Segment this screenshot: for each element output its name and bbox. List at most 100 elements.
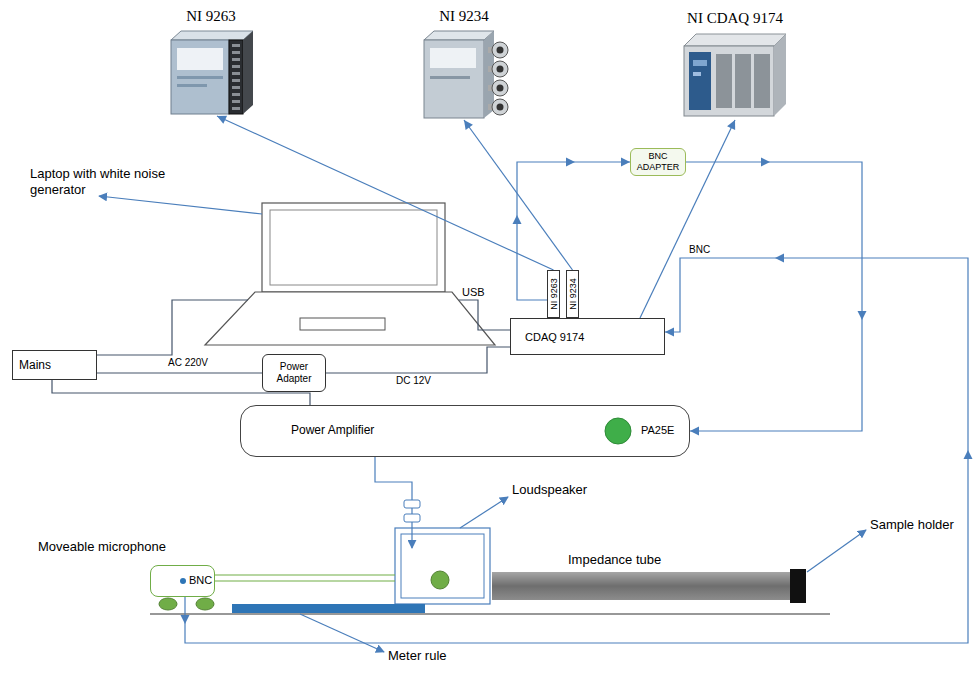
adapter-box: BNC ADAPTER	[630, 148, 686, 176]
mains-box: Mains	[12, 350, 97, 380]
power-knob	[605, 418, 631, 444]
bnc-pin	[497, 104, 504, 111]
connector-pin	[232, 93, 240, 96]
meter-rule-label: Meter rule	[388, 648, 447, 664]
module-picture	[418, 28, 510, 120]
connector	[464, 120, 573, 270]
amplifier-box: Power Amplifier PA25E	[240, 405, 690, 457]
module-plate	[177, 48, 223, 70]
speaker-cable	[375, 457, 412, 500]
connector-pin	[232, 51, 240, 54]
chassis-picture-box: NI CDAQ 9174	[680, 30, 790, 120]
loudspeaker-frame	[401, 534, 484, 598]
leader-arrow	[300, 614, 384, 652]
arrow-head	[513, 215, 522, 224]
connector-pin	[232, 44, 240, 47]
arrow-head	[858, 311, 867, 320]
chassis-slot	[735, 54, 751, 108]
microphone-name: Moveable microphone	[38, 539, 166, 555]
adapter-name: BNC ADAPTER	[631, 151, 685, 173]
arrow-head	[217, 116, 227, 124]
module-connector	[229, 40, 243, 114]
bnc-connector	[492, 42, 508, 58]
module-body	[424, 40, 484, 118]
arrow-head	[775, 254, 784, 263]
connector-pin	[232, 72, 240, 75]
amplifier-name: Power Amplifier	[291, 423, 374, 437]
chassis-picture	[680, 30, 790, 120]
sample-holder	[790, 569, 806, 603]
connector-pin	[232, 86, 240, 89]
connector-line	[326, 347, 510, 373]
leader-arrow	[99, 196, 262, 214]
microphone-box: Moveable microphoneBNC	[150, 565, 215, 597]
module-picture	[165, 28, 257, 116]
module-picture-box: NI 9234	[418, 28, 510, 120]
module-top	[171, 31, 253, 40]
chassis-body	[684, 46, 774, 116]
bnc-pin	[497, 85, 504, 92]
connector-line	[185, 258, 968, 643]
connector	[181, 254, 973, 644]
chassis-side	[774, 34, 786, 116]
connector-line	[217, 116, 554, 270]
bnc-connector	[492, 61, 508, 77]
connector-pin	[232, 65, 240, 68]
chassis-light	[693, 60, 707, 66]
laptop-touchpad	[300, 318, 385, 330]
model-number: PA25E	[641, 424, 674, 437]
module-body	[171, 40, 229, 114]
module-stripe	[177, 76, 223, 79]
plug-symbol	[404, 500, 420, 508]
arrow-head	[761, 158, 770, 167]
connector-line	[97, 372, 262, 373]
connector-line	[464, 120, 573, 270]
tube-label: Impedance tube	[568, 552, 661, 568]
arrow-head	[181, 615, 190, 624]
holder-label: Sample holder	[870, 517, 954, 533]
microphone-capsule	[180, 578, 186, 584]
arrow-head	[566, 158, 575, 167]
arrow-head	[665, 328, 674, 337]
connector-line	[686, 162, 862, 431]
connector-label: DC 12V	[394, 375, 433, 387]
trolley-wheel	[159, 598, 177, 610]
laptop-screen	[262, 203, 445, 292]
module-picture-box: NI 9263	[165, 28, 257, 116]
chassis-name: CDAQ 9174	[525, 331, 584, 343]
bnc-connector	[492, 99, 508, 115]
meter-rule	[232, 604, 425, 613]
connector-pin	[232, 79, 240, 82]
adapter-name: Power Adapter	[263, 361, 325, 385]
connector-name: BNC	[189, 574, 212, 587]
module-slot: NI 9263	[547, 270, 560, 318]
mains-name: Mains	[19, 358, 51, 372]
connector	[686, 158, 867, 436]
arrow-head	[464, 120, 473, 130]
arrow-head	[690, 427, 699, 436]
slot-name: NI 9263	[549, 278, 558, 310]
chassis-controller	[689, 52, 711, 110]
laptop-display	[270, 210, 437, 285]
module-stripe	[430, 76, 470, 79]
module-slot: NI 9234	[566, 270, 579, 318]
microphone-rod	[215, 580, 395, 581]
cable-label: AC 220V	[168, 357, 208, 368]
bnc-connector	[492, 80, 508, 96]
leader-arrow	[807, 530, 866, 572]
module-top	[424, 31, 494, 40]
arrow-head	[621, 158, 630, 167]
connector-pin	[232, 107, 240, 110]
laptop-label: Laptop with white noise generator	[30, 166, 205, 198]
usb-cable	[459, 300, 510, 330]
chassis-light	[693, 72, 701, 76]
connector	[97, 373, 262, 374]
impedance-tube	[492, 572, 790, 600]
socket-symbol	[404, 514, 420, 522]
bnc-pin	[497, 66, 504, 73]
arrow-head	[964, 450, 973, 459]
loudspeaker-housing	[395, 528, 490, 604]
cable-label: USB	[462, 286, 485, 299]
module-stripe	[177, 84, 207, 87]
